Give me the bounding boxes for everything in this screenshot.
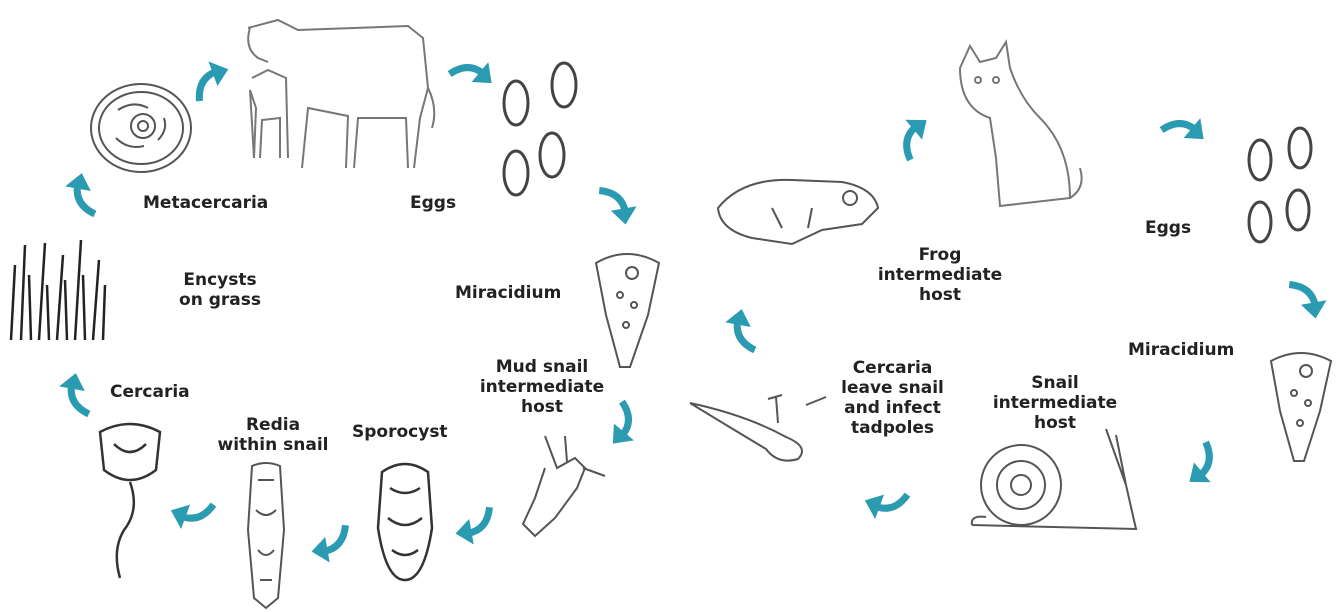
encysts-label: Encysts on grass <box>160 270 280 310</box>
cercaria-image <box>90 420 170 580</box>
redia-image <box>238 460 294 610</box>
redia-label: Redia within snail <box>198 415 348 455</box>
arrow-icon <box>304 514 357 567</box>
eggs-image <box>494 55 584 200</box>
miracidium-image-right <box>1266 345 1336 465</box>
snail-image <box>966 425 1144 537</box>
metacercaria-label: Metacercaria <box>143 193 293 213</box>
eggs-label: Eggs <box>410 193 490 213</box>
eggs-image-right <box>1236 120 1326 250</box>
arrow-icon <box>588 178 641 231</box>
arrow-icon <box>448 496 501 549</box>
arrow-icon <box>718 304 771 357</box>
sporocyst-label: Sporocyst <box>352 422 472 442</box>
cat-image <box>940 38 1090 210</box>
metacercaria-cyst-image <box>88 80 194 176</box>
tadpole-image <box>686 385 830 473</box>
arrow-icon <box>1278 272 1331 325</box>
mud-snail-label: Mud snail intermediate host <box>462 357 622 417</box>
miracidium-label-right: Miracidium <box>1128 340 1258 360</box>
cercaria-tadpoles-label: Cercaria leave snail and infect tadpoles <box>820 358 965 438</box>
encysts-grass-image <box>5 235 113 345</box>
miracidium-image <box>590 245 665 370</box>
eggs-label-right: Eggs <box>1145 218 1225 238</box>
arrow-icon <box>52 368 105 421</box>
arrow-icon <box>58 168 111 221</box>
frog-label: Frog intermediate host <box>860 245 1020 305</box>
arrow-icon <box>1151 99 1216 164</box>
miracidium-label: Miracidium <box>455 283 585 303</box>
arrow-icon <box>858 472 917 531</box>
arrow-icon <box>164 482 223 541</box>
arrow-icon <box>1169 431 1234 496</box>
frog-image <box>712 168 882 252</box>
arrow-icon <box>883 107 948 172</box>
cercaria-label: Cercaria <box>110 382 220 402</box>
cattle-sheep-host-image <box>238 8 438 180</box>
mud-snail-image <box>505 428 610 540</box>
snail-label: Snail intermediate host <box>975 373 1135 433</box>
sporocyst-image <box>372 458 438 583</box>
